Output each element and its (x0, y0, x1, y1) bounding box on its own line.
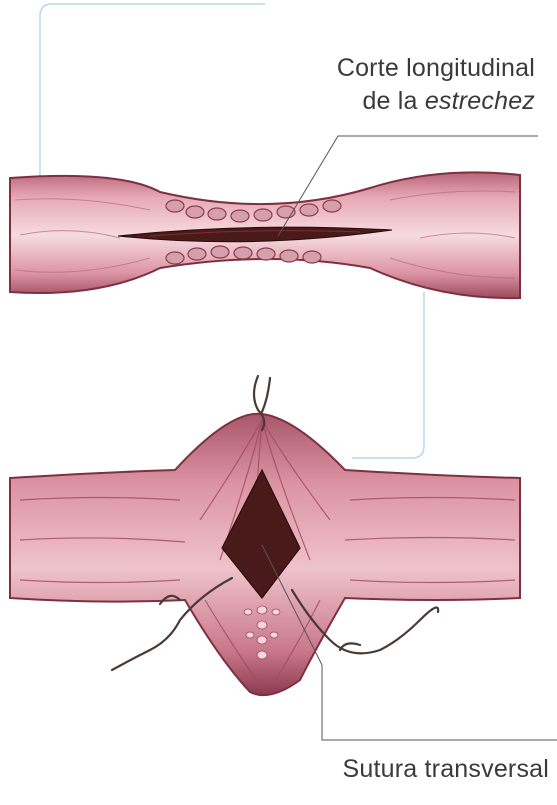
stricture-vessel (10, 172, 520, 298)
label-suture: Sutura transversal (343, 754, 549, 784)
label-incision: Corte longitudinal de la estrechez (337, 52, 535, 118)
label-incision-line1: Corte longitudinal (337, 52, 535, 85)
label-incision-italic: estrechez (425, 87, 535, 115)
sutured-vessel (10, 376, 520, 695)
label-incision-line2: de la estrechez (337, 85, 535, 118)
